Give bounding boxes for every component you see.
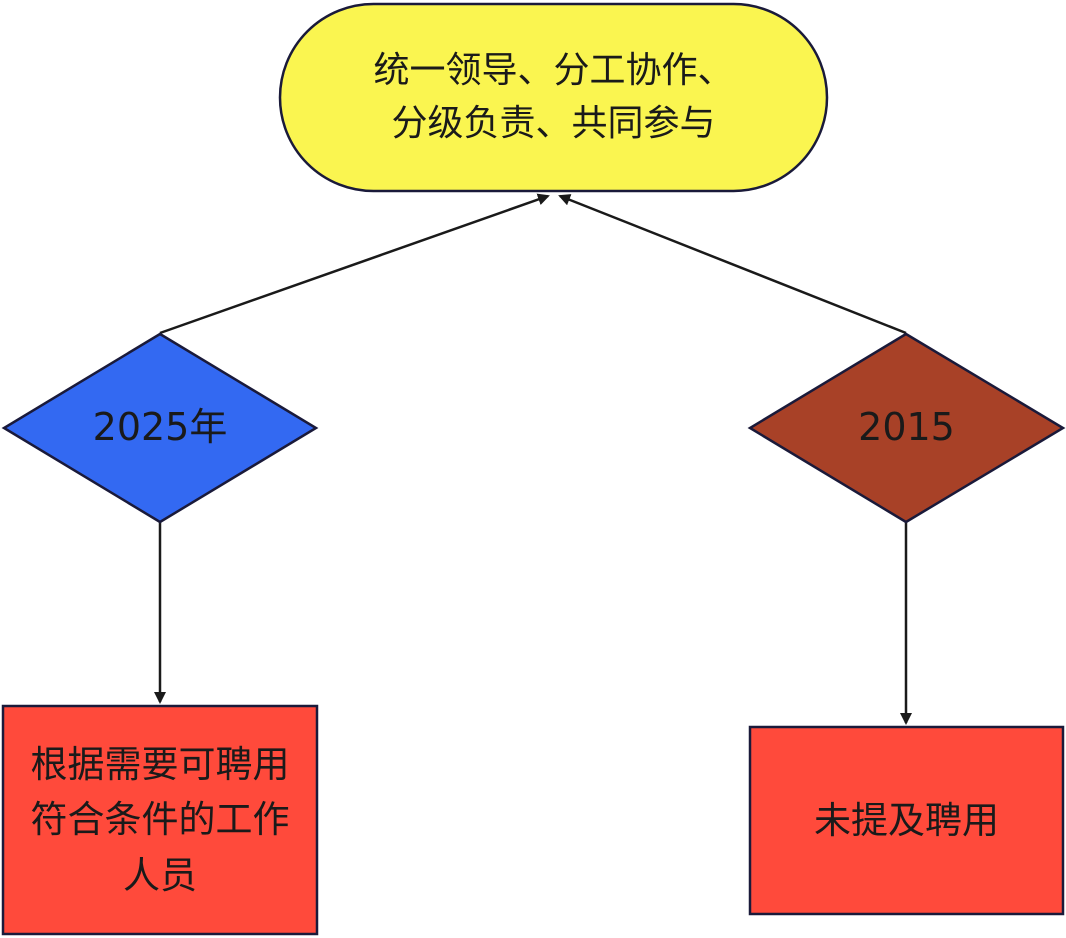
right-diamond-node — [747, 332, 1066, 524]
left-diamond-node — [1, 332, 319, 524]
edge-left-diamond-to-top — [159, 193, 550, 335]
edge-right-diamond-to-top — [558, 194, 907, 335]
right-box-node — [748, 725, 1065, 916]
top-stadium-node — [278, 2, 829, 193]
left-box-node — [1, 704, 319, 936]
